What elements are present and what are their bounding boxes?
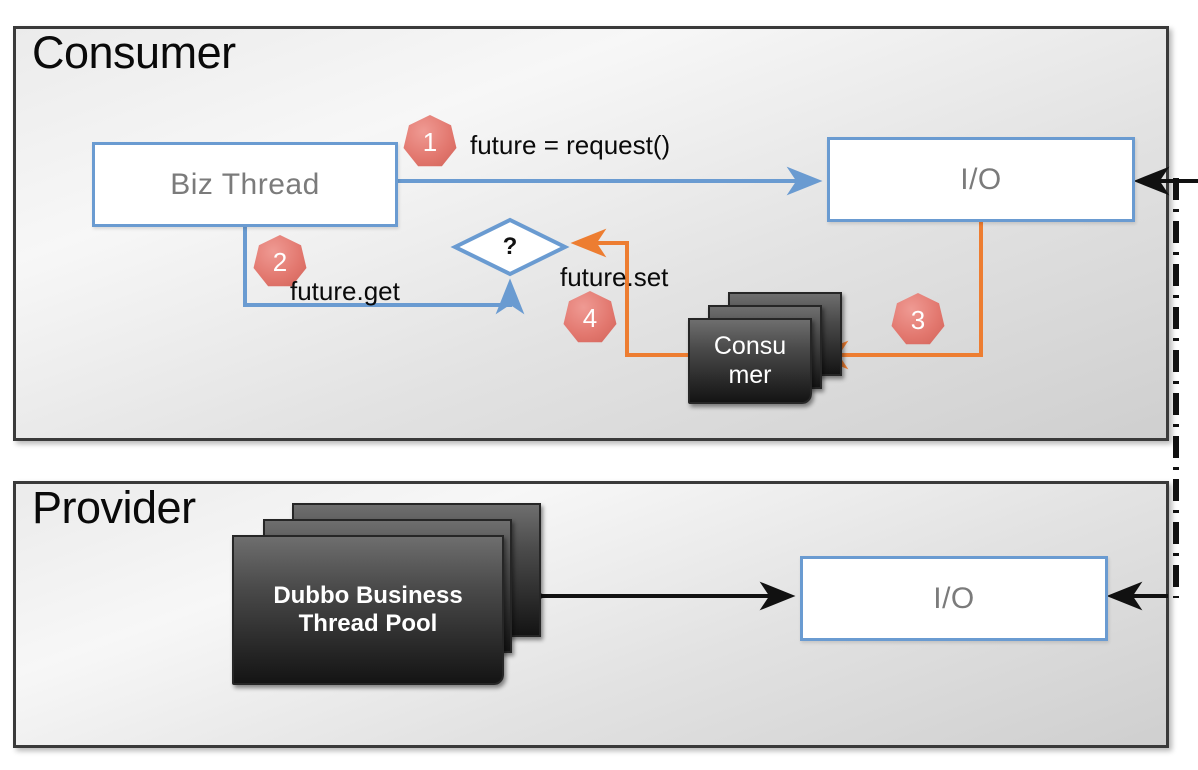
edge-io-to-consumer-arrow — [812, 218, 983, 370]
box-io-provider[interactable]: I/O — [800, 556, 1108, 641]
step-badge-2-number: 2 — [272, 246, 288, 277]
dubbo-label-line2: Thread Pool — [298, 610, 438, 637]
box-biz-thread-label: Biz Thread — [170, 167, 320, 201]
decision-diamond-label: ? — [502, 233, 518, 260]
step-badge-4-number: 4 — [582, 302, 598, 333]
stack-consumer-label-line1: Consu — [713, 331, 787, 360]
box-io-consumer[interactable]: I/O — [827, 137, 1135, 222]
edge-label-request: future = request() — [470, 130, 671, 160]
edge-label-future-get: future.get — [290, 276, 400, 306]
decision-diamond[interactable]: ? — [453, 218, 567, 276]
panel-consumer-title: Consumer — [32, 27, 236, 78]
stack-dubbo-business-thread-pool[interactable]: Dubbo Business Thread Pool — [232, 503, 541, 688]
box-io-consumer-label: I/O — [960, 162, 1002, 196]
stack-card-front: Consu mer — [688, 318, 812, 404]
box-biz-thread[interactable]: Biz Thread — [92, 142, 398, 227]
edge-future-set-arrow — [570, 228, 690, 357]
panel-provider-title: Provider — [32, 482, 196, 533]
step-badge-1-number: 1 — [422, 126, 438, 157]
box-io-provider-label: I/O — [933, 581, 975, 615]
decision-diamond-shape — [450, 217, 570, 277]
dubbo-card-front: Dubbo Business Thread Pool — [232, 535, 504, 685]
dubbo-label-line1: Dubbo Business — [273, 581, 463, 609]
stack-consumer-threads[interactable]: Consu mer — [688, 292, 842, 408]
edge-future-get-arrow — [243, 222, 525, 315]
edge-label-future-set: future.set — [560, 262, 669, 292]
stack-consumer-label-line2: mer — [728, 361, 772, 389]
step-badge-3-number: 3 — [910, 304, 926, 335]
